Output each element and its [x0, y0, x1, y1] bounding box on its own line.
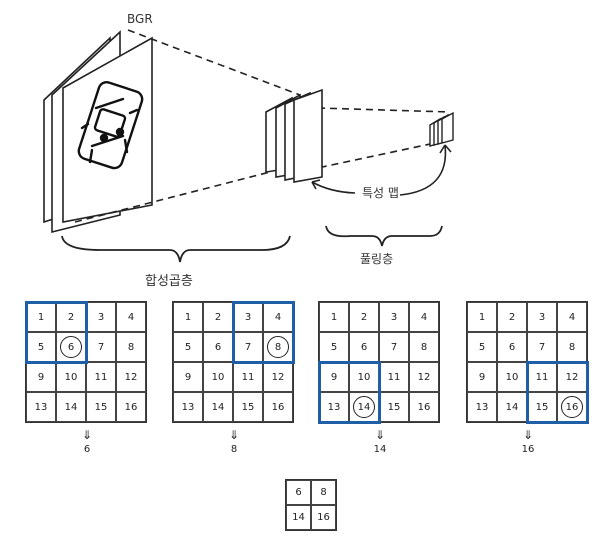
grid-cell: 5	[173, 332, 203, 362]
grid-cell: 13	[467, 392, 497, 422]
grid-cell: 13	[26, 392, 56, 422]
grid-cell: 6	[349, 332, 379, 362]
grid-cell: 2	[56, 302, 86, 332]
grid-cell: 15	[379, 392, 409, 422]
feature-map-arrows	[311, 144, 452, 196]
output-cell: 16	[311, 505, 336, 530]
grid-cell: 2	[203, 302, 233, 332]
grid-cell: 14	[349, 392, 379, 422]
pooling-layer-label: 풀링층	[360, 252, 394, 266]
grid-cell: 13	[173, 392, 203, 422]
car-icon	[77, 81, 144, 170]
grid-cell: 11	[233, 362, 263, 392]
grid-cell: 10	[497, 362, 527, 392]
pooled-output-grid: 6 8 14 16	[285, 479, 337, 531]
grid-cell: 8	[557, 332, 587, 362]
grid-cell: 1	[467, 302, 497, 332]
grid-cell: 5	[467, 332, 497, 362]
grid-cell: 5	[319, 332, 349, 362]
output-cell: 8	[311, 480, 336, 505]
grid-cell: 2	[497, 302, 527, 332]
grid-cell: 15	[233, 392, 263, 422]
grid-cell: 4	[557, 302, 587, 332]
grid-cell: 11	[527, 362, 557, 392]
grid-cell: 15	[86, 392, 116, 422]
conv-feature-maps	[265, 88, 323, 183]
grid-cell: 11	[379, 362, 409, 392]
grid-cell: 7	[379, 332, 409, 362]
grid-cell: 4	[116, 302, 146, 332]
pooling-result-value: 8	[230, 444, 238, 455]
down-arrow-icon: ⇓	[522, 428, 534, 442]
grid-cell: 8	[263, 332, 293, 362]
grid-cell: 6	[56, 332, 86, 362]
pooling-result-value: 14	[373, 444, 387, 455]
grid-cell: 7	[527, 332, 557, 362]
braces	[61, 225, 443, 263]
grid-cell: 4	[263, 302, 293, 332]
convolution-layer-label: 합성곱층	[145, 274, 193, 289]
output-cell: 14	[286, 505, 311, 530]
grid-cell: 10	[203, 362, 233, 392]
grid-cell: 10	[349, 362, 379, 392]
grid-cell: 16	[409, 392, 439, 422]
grid-cell: 6	[497, 332, 527, 362]
grid-cell: 5	[26, 332, 56, 362]
grid-cell: 3	[86, 302, 116, 332]
down-arrow-icon: ⇓	[374, 428, 386, 442]
grid-cell: 3	[527, 302, 557, 332]
grid-cell: 3	[379, 302, 409, 332]
feature-map-label: 특성 맵	[362, 186, 399, 200]
pooling-result-value: 16	[521, 444, 535, 455]
grid-cell: 16	[263, 392, 293, 422]
grid-cell: 9	[26, 362, 56, 392]
down-arrow-icon: ⇓	[81, 428, 93, 442]
grid-cell: 7	[86, 332, 116, 362]
grid-cell: 9	[173, 362, 203, 392]
grid-cell: 16	[557, 392, 587, 422]
grid-cell: 1	[26, 302, 56, 332]
grid-cell: 14	[203, 392, 233, 422]
grid-cell: 12	[116, 362, 146, 392]
input-image-stack	[43, 30, 153, 234]
grid-cell: 8	[409, 332, 439, 362]
grid-cell: 7	[233, 332, 263, 362]
grid-cell: 9	[467, 362, 497, 392]
grid-cell: 9	[319, 362, 349, 392]
grid-cell: 11	[86, 362, 116, 392]
output-cell: 6	[286, 480, 311, 505]
grid-cell: 12	[409, 362, 439, 392]
grid-cell: 10	[56, 362, 86, 392]
grid-cell: 14	[497, 392, 527, 422]
grid-cell: 2	[349, 302, 379, 332]
grid-cell: 15	[527, 392, 557, 422]
grid-cell: 3	[233, 302, 263, 332]
grid-cell: 8	[116, 332, 146, 362]
input-label: BGR	[127, 12, 153, 26]
grid-cell: 1	[319, 302, 349, 332]
down-arrow-icon: ⇓	[228, 428, 240, 442]
pooling-result-value: 6	[83, 444, 91, 455]
grid-cell: 12	[557, 362, 587, 392]
pooled-feature-maps	[429, 111, 454, 147]
grid-cell: 4	[409, 302, 439, 332]
projection-lines	[74, 29, 451, 223]
grid-cell: 1	[173, 302, 203, 332]
grid-cell: 6	[203, 332, 233, 362]
grid-cell: 13	[319, 392, 349, 422]
grid-cell: 14	[56, 392, 86, 422]
grid-cell: 16	[116, 392, 146, 422]
grid-cell: 12	[263, 362, 293, 392]
